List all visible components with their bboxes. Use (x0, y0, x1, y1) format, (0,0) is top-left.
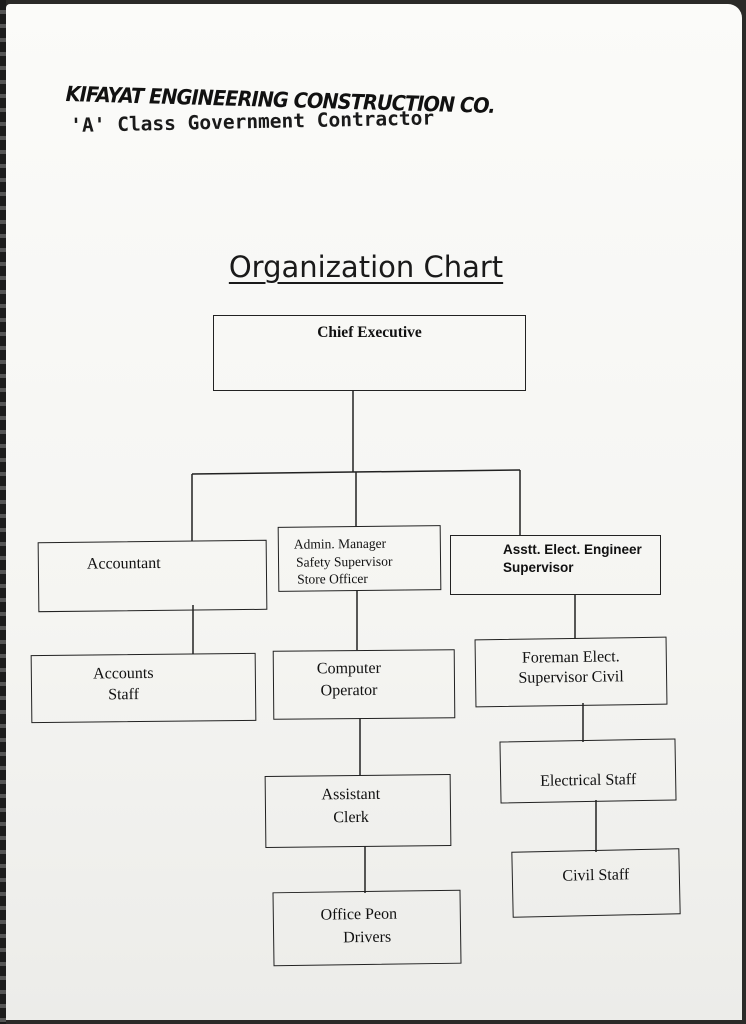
drivers-label: Drivers (343, 928, 392, 947)
assistant-clerk-box: Assistant Clerk (264, 774, 452, 848)
chart-title: Organization Chart (228, 250, 504, 284)
supervisor-civil-label: Supervisor Civil (518, 668, 624, 687)
clerk-label: Clerk (333, 808, 369, 827)
asstt-engineer-label: Asstt. Elect. Engineer (503, 542, 642, 557)
civil-staff-box: Civil Staff (511, 848, 681, 918)
office-peon-label: Office Peon (320, 905, 398, 924)
accounts-staff-box: Accounts Staff (30, 652, 257, 724)
operator-label: Operator (320, 681, 378, 700)
admin-manager-label: Admin. Manager (293, 535, 387, 552)
accounts-label: Accounts (93, 664, 154, 683)
store-officer-label: Store Officer (297, 570, 368, 587)
computer-label: Computer (316, 659, 381, 678)
computer-operator-box: Computer Operator (272, 649, 456, 720)
asstt-engineer-box: Asstt. Elect. Engineer Supervisor (450, 535, 661, 595)
spiral-binding (0, 0, 6, 1024)
chief-executive-label: Chief Executive (317, 324, 422, 341)
safety-supervisor-label: Safety Supervisor (295, 553, 393, 570)
accountant-box: Accountant (37, 539, 268, 613)
office-peon-box: Office Peon Drivers (272, 889, 462, 967)
admin-manager-box: Admin. Manager Safety Supervisor Store O… (277, 525, 442, 592)
foreman-box: Foreman Elect. Supervisor Civil (474, 636, 668, 708)
assistant-label: Assistant (321, 785, 381, 804)
asstt-supervisor-label: Supervisor (503, 560, 574, 575)
electrical-staff-box: Electrical Staff (499, 738, 677, 804)
electrical-staff-label: Electrical Staff (539, 771, 637, 790)
document-page (6, 4, 742, 1020)
staff-label: Staff (108, 686, 140, 704)
accountant-label: Accountant (86, 554, 161, 573)
chief-executive-box: Chief Executive (213, 315, 526, 391)
civil-staff-label: Civil Staff (562, 866, 630, 885)
